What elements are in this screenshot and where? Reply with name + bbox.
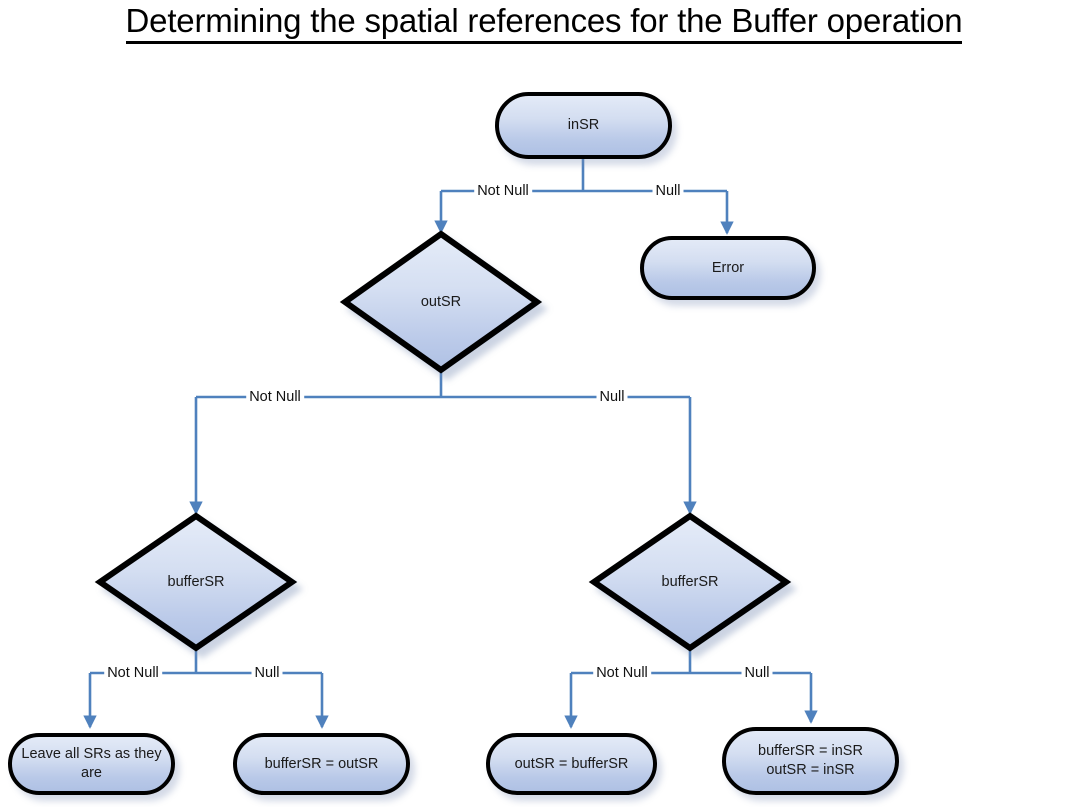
node-buffersr-right-label: bufferSR xyxy=(661,573,719,590)
edge-label-outsr-not-null: Not Null xyxy=(246,390,304,404)
edge-group-buffersr-right xyxy=(564,645,818,729)
edge-label-insr-not-null: Not Null xyxy=(474,184,532,198)
node-outsr-eq-buffersr[interactable]: outSR = bufferSR xyxy=(486,733,657,795)
node-leave-all-srs-label: Leave all SRs as they are xyxy=(21,746,162,781)
edge-label-bsl-null: Null xyxy=(251,666,283,680)
page-title: Determining the spatial references for t… xyxy=(0,2,1088,44)
edge-group-buffersr-left xyxy=(83,645,329,729)
node-insr-label: inSR xyxy=(567,117,600,133)
decision-outsr-shape xyxy=(339,230,543,374)
node-error-label: Error xyxy=(711,259,745,276)
node-outsr-label: outSR xyxy=(420,293,462,310)
node-buffersr-eq-outsr[interactable]: bufferSR = outSR xyxy=(233,733,410,795)
page-title-text: Determining the spatial references for t… xyxy=(125,2,963,44)
edge-label-bsr-null: Null xyxy=(741,666,773,680)
node-buffersr-left-label: bufferSR xyxy=(167,573,225,590)
edge-label-insr-null: Null xyxy=(652,184,684,198)
diamond-shapes xyxy=(94,230,792,652)
node-error[interactable]: Error xyxy=(640,236,816,300)
node-buffersr-eq-outsr-label: bufferSR = outSR xyxy=(264,755,379,772)
node-outsr[interactable]: outSR xyxy=(345,234,537,370)
node-buffersr-eq-insr-line1: bufferSR = inSR xyxy=(758,743,863,759)
node-insr[interactable]: inSR xyxy=(495,92,672,159)
edge-label-bsr-not-null: Not Null xyxy=(593,666,651,680)
decision-buffersr-left-shape xyxy=(94,512,298,652)
decision-buffersr-right-shape xyxy=(588,512,792,652)
node-outsr-eq-buffersr-label: outSR = bufferSR xyxy=(514,755,629,772)
edge-label-bsl-not-null: Not Null xyxy=(104,666,162,680)
edge-label-outsr-null: Null xyxy=(596,390,628,404)
node-leave-all-srs[interactable]: Leave all SRs as they are xyxy=(8,733,175,795)
node-buffersr-eq-insr[interactable]: bufferSR = inSR outSR = inSR xyxy=(722,727,899,795)
node-buffersr-right[interactable]: bufferSR xyxy=(594,516,786,648)
node-buffersr-left[interactable]: bufferSR xyxy=(100,516,292,648)
node-buffersr-eq-insr-label: bufferSR = inSR outSR = inSR xyxy=(758,742,863,780)
node-buffersr-eq-insr-line2: outSR = inSR xyxy=(766,762,855,778)
